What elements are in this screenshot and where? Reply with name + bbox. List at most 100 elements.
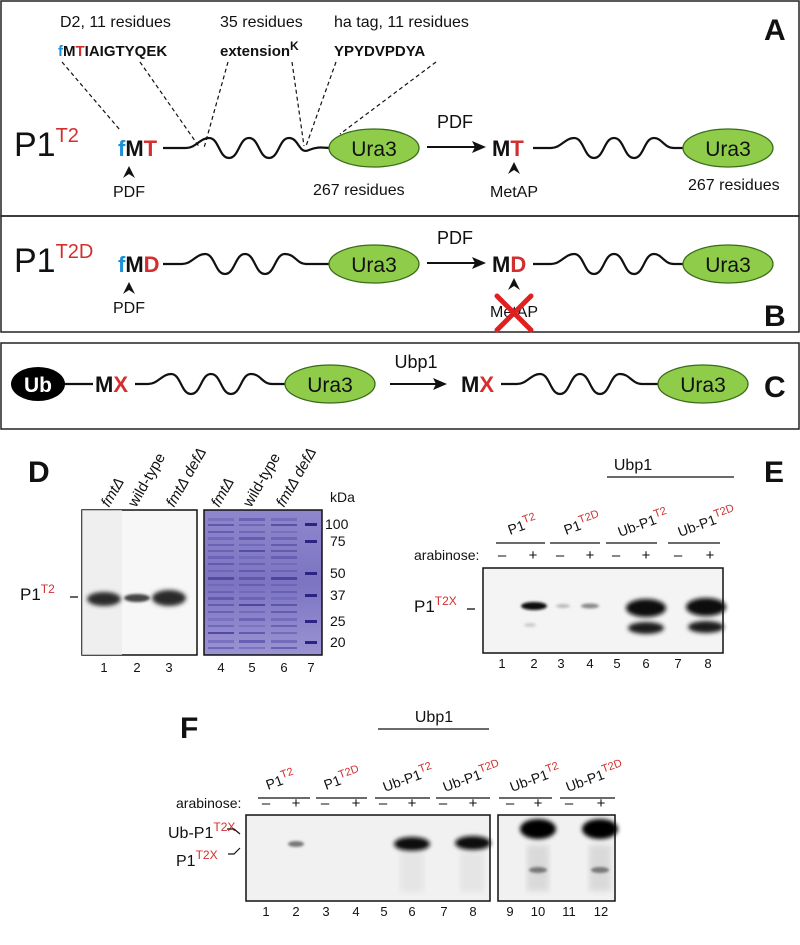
pdf-label-a: PDF — [113, 184, 145, 201]
panel-c-letter: C — [764, 371, 786, 404]
polypeptide-chain-c2 — [501, 372, 660, 396]
stain-band — [271, 647, 297, 649]
stain-band — [271, 591, 297, 593]
reaction-arrowhead-c — [433, 378, 447, 390]
f-group-ubp1-t2: Ub-P1T2 — [380, 760, 436, 795]
f-lane-number: 12 — [594, 904, 608, 919]
ubiquitin-domain — [11, 367, 65, 401]
e-sign: – — [556, 547, 565, 564]
d-band-lane1 — [87, 592, 121, 606]
stain-band — [271, 570, 297, 572]
d-kda-ladder: 100 75 50 37 25 20 — [325, 516, 349, 650]
e-sign: + — [529, 547, 538, 564]
processed-n-terminus-md: MD — [492, 252, 526, 277]
metap-arrowhead-b — [508, 278, 520, 290]
f-band-label-ub: Ub-P1T2X — [168, 820, 235, 842]
stain-band — [239, 618, 265, 621]
stain-band — [271, 524, 297, 526]
e-group-ubp1-t2d: Ub-P1T2D — [675, 502, 738, 540]
f-sign: + — [469, 795, 478, 812]
f-lane-number: 7 — [440, 904, 447, 919]
d-lane-number: 7 — [307, 660, 314, 675]
f-group-ubp1-t2d-b: Ub-P1T2D — [563, 757, 626, 795]
panel-e-letter: E — [764, 456, 784, 489]
panel-b-letter: B — [764, 300, 786, 333]
ura3-domain-c1 — [284, 364, 376, 404]
stain-band — [239, 647, 265, 649]
stain-band — [271, 632, 297, 634]
panel-a-letter: A — [764, 14, 786, 47]
e-faint-band-lane2 — [524, 623, 536, 627]
stain-band — [208, 556, 234, 559]
e-sign: + — [586, 547, 595, 564]
stain-band — [208, 632, 234, 634]
metap-label-a: MetAP — [490, 184, 538, 201]
f-band-lane10 — [520, 819, 556, 839]
e-sign: + — [642, 547, 651, 564]
d-lane-number: 6 — [280, 660, 287, 675]
construct-p1-t2d: P1T2D — [14, 241, 93, 280]
stain-band — [271, 625, 297, 627]
ura3-label-b1: Ura3 — [351, 254, 397, 277]
f-lane-number: 4 — [352, 904, 359, 919]
e-group-labels: P1T2 P1T2D Ub-P1T2 Ub-P1T2D — [506, 502, 738, 540]
stain-band — [208, 577, 234, 580]
stain-band — [239, 591, 265, 593]
stain-band — [271, 518, 297, 521]
seq-k: K — [290, 39, 299, 53]
f-band-lane12 — [582, 819, 618, 839]
e-lane-number: 7 — [674, 656, 681, 671]
stain-band — [271, 537, 297, 540]
ura3-domain-a1 — [328, 128, 420, 168]
stain-band — [239, 577, 265, 580]
d-lane-header-fmt: fmtΔ — [98, 475, 128, 510]
f-lane-number: 1 — [262, 904, 269, 919]
e-band-label: P1T2X — [414, 594, 457, 616]
panel-f: F Ubp1 P1T2 P1T2D Ub-P1T2 Ub-P1T2D Ub-P1… — [168, 709, 626, 919]
panel-f-letter: F — [180, 712, 198, 745]
d-lane-number: 1 — [100, 660, 107, 675]
stain-band — [239, 640, 265, 643]
f-lane-number: 6 — [408, 904, 415, 919]
stain-band — [239, 563, 265, 565]
d-kda-title: kDa — [330, 489, 355, 505]
stain-band — [239, 550, 265, 552]
ura3-domain-b2 — [682, 244, 774, 284]
stain-band — [271, 531, 297, 533]
e-lane-number: 6 — [642, 656, 649, 671]
d-lane-numbers: 1 2 3 4 5 6 7 — [100, 660, 314, 675]
stain-band — [208, 625, 234, 627]
stain-band — [208, 563, 234, 565]
e-band-lane6-lower — [628, 622, 664, 634]
d-lane-headers: fmtΔ wild-type fmtΔ defΔ fmtΔ wild-type … — [98, 445, 320, 511]
panel-c: C Ub MX Ura3 Ubp1 MX Ura3 — [11, 352, 786, 404]
kda-25: 25 — [330, 613, 346, 629]
marker-band — [305, 620, 317, 623]
f-smear-lane8 — [460, 852, 484, 892]
f-lane-number: 10 — [531, 904, 545, 919]
f-lane-number: 2 — [292, 904, 299, 919]
processed-mx: MX — [461, 372, 494, 397]
stain-band — [271, 584, 297, 586]
f-ubp1-label: Ubp1 — [415, 709, 453, 726]
stain-band — [271, 611, 297, 613]
d-band-lane2 — [124, 594, 150, 602]
f-group-ubp1-t2d: Ub-P1T2D — [440, 757, 503, 795]
e-lane-number: 1 — [498, 656, 505, 671]
e-sign: + — [706, 547, 715, 564]
f-group-ubp1-t2-b: Ub-P1T2 — [507, 760, 563, 795]
f-lane-number: 9 — [506, 904, 513, 919]
f-sign: – — [262, 795, 271, 812]
e-lane-numbers: 1 2 3 4 5 6 7 8 — [498, 656, 711, 671]
seq-extension: extension — [220, 43, 290, 60]
ha-sequence: YPYDVPDYA — [334, 43, 425, 60]
e-band-lane4 — [581, 603, 599, 609]
e-sign: – — [498, 547, 507, 564]
stain-band — [239, 531, 265, 533]
blocked-cross-icon — [494, 293, 534, 333]
stain-band — [239, 625, 265, 627]
e-group-p1-t2d: P1T2D — [561, 508, 603, 538]
residues-label-a1: 267 residues — [313, 182, 405, 199]
d-lane-number: 4 — [217, 660, 224, 675]
